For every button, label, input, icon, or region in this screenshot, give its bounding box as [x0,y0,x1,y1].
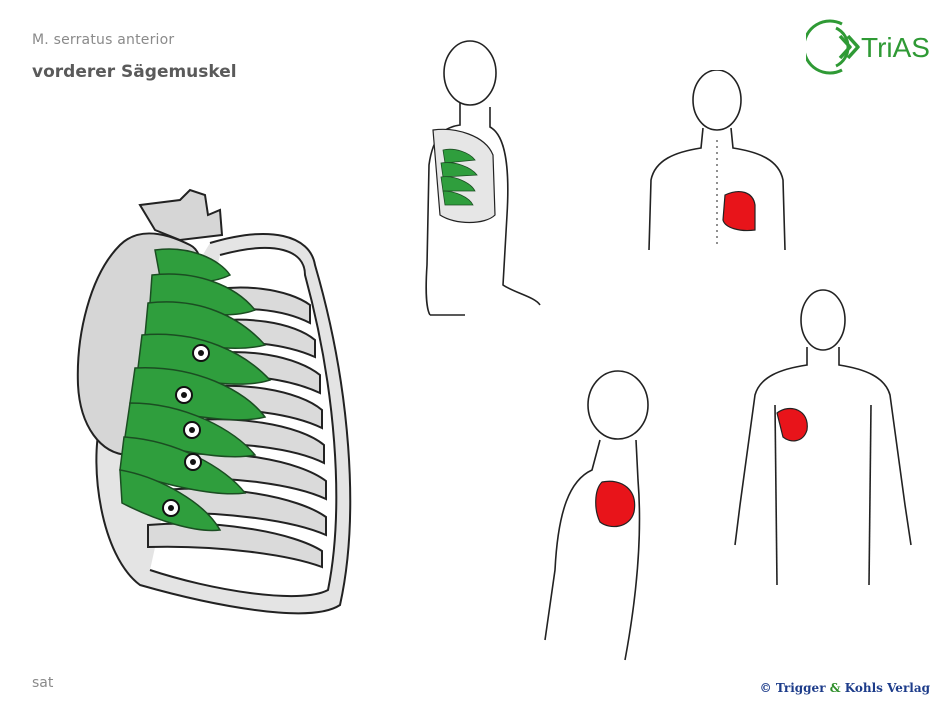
pain-zone [595,480,636,528]
trigger-points-layer [162,344,210,517]
copyright-prefix: © Trigger [759,681,830,695]
pain-zone [776,408,808,442]
side-view-figure [425,40,541,316]
trigger-point [184,453,202,471]
back-view-figure [648,70,786,250]
front-view-figure [734,289,912,585]
muscle-latin-name: M. serratus anterior [32,32,175,48]
copyright-suffix: Kohls Verlag [840,681,930,695]
trias-logo: TriAS [806,19,930,75]
trigger-point [183,421,201,439]
trigger-point [192,344,210,362]
muscle-common-name: vorderer Sägemuskel [32,62,237,82]
trigger-point [175,386,193,404]
copyright-ampersand: & [829,681,841,695]
pain-zone [722,191,756,232]
serratus-anatomy-illustration [76,188,352,615]
slide-code: sat [32,675,54,691]
double-chevron-circle-icon [806,19,860,75]
copyright-notice: © Trigger & Kohls Verlag [760,681,930,695]
logo-text: TriAS [861,32,930,63]
lateral-view-figure [544,370,649,661]
trigger-point [162,499,180,517]
